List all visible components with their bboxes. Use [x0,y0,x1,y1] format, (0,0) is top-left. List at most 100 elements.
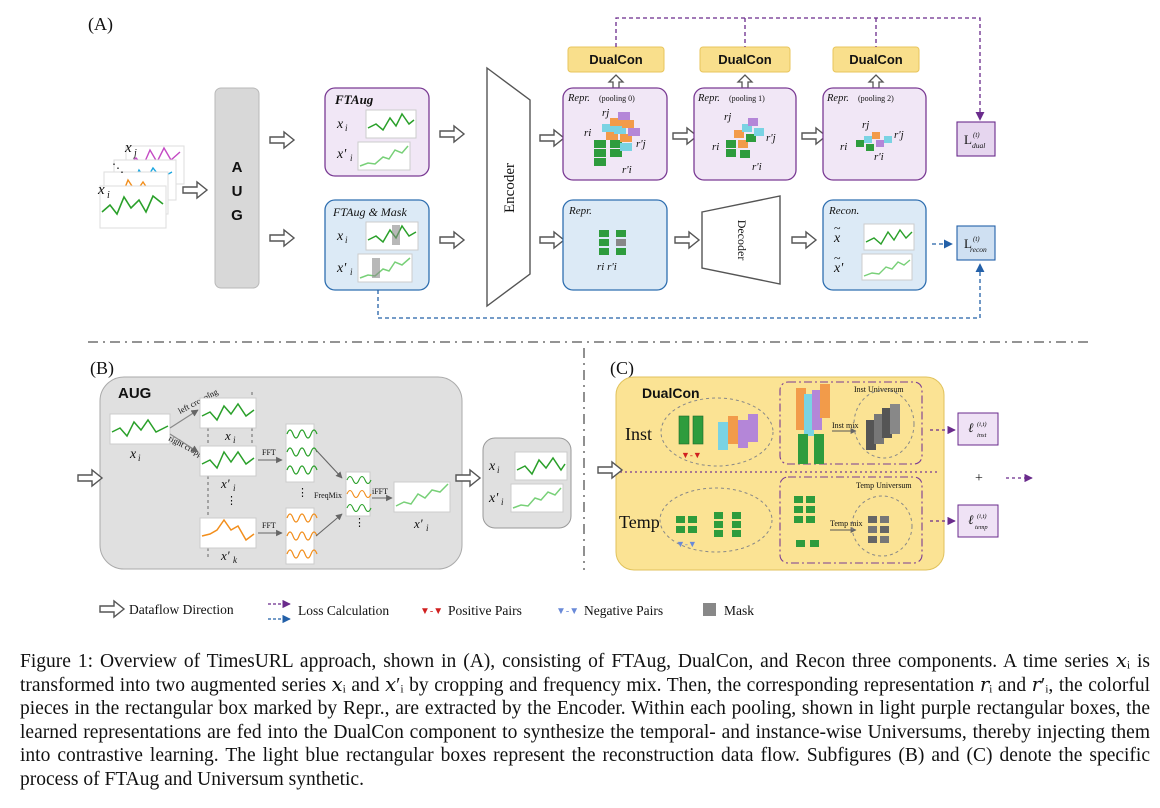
legend-mask-icon [703,603,716,616]
svg-text:~: ~ [834,221,841,235]
repr-pooling-0: Repr. (pooling 0) ri rj r'j r'i [562,87,668,181]
svg-text:ri: ri [840,141,847,153]
dataflow-arrow [182,181,208,199]
aug-letter-g: G [231,207,243,224]
fft-label-1: FFT [262,448,276,457]
up-arrow [608,74,624,89]
legend-negative-label: Negative Pairs [584,603,663,618]
legend-negative-icon: ▼-▼ [556,606,579,617]
recon-title: Recon. [828,205,859,217]
svg-text:Repr.: Repr. [567,93,590,104]
aug-panel [99,376,463,570]
svg-text:(pooling 0): (pooling 0) [599,94,635,103]
svg-text:(pooling 2): (pooling 2) [858,94,894,103]
temp-mix-label: Temp mix [830,519,863,528]
svg-text:j: j [132,148,137,159]
svg-text:DualCon: DualCon [849,52,903,67]
freqmix-label: FreqMix [314,491,342,500]
loss-recon-label: L [964,236,972,251]
legend-dataflow-icon [99,600,125,618]
dualcon-panel-title: DualCon [642,385,700,401]
svg-text:i: i [233,483,236,493]
ftaug-mask-title: FTAug & Mask [332,205,407,219]
svg-text:(i,t): (i,t) [977,421,987,428]
svg-text:▼-▼: ▼-▼ [676,539,697,549]
decoder-label: Decoder [735,220,749,261]
svg-text:rj: rj [602,107,609,119]
svg-text:(t): (t) [973,131,980,139]
series-xpi-out [395,483,449,507]
svg-text:(i,t): (i,t) [977,513,987,520]
loss-dual-label: L [964,132,972,147]
aug-letter-a: A [232,159,243,176]
ifft-label: iFFT [372,487,388,496]
inst-blocks [678,414,758,450]
svg-text:(pooling 1): (pooling 1) [729,94,765,103]
dualcon-box-0: DualCon [567,46,665,73]
svg-text:i: i [345,235,348,245]
svg-text:i: i [426,523,429,533]
svg-text:~: ~ [834,251,841,265]
svg-text:⋮: ⋮ [354,517,365,529]
temp-universum-gray [868,516,889,543]
aug-out-xpi: x' [413,516,423,531]
recon-xpi: x' [833,261,844,276]
aug-cropped-xi: x [224,428,231,443]
svg-text:r'i: r'i [874,151,884,163]
svg-text:⋮: ⋮ [297,487,308,499]
encoder-block [486,66,531,308]
svg-text:i: i [497,465,500,475]
recon-xi: x [833,231,841,246]
dualcon-box-1: DualCon [699,46,791,73]
svg-text:DualCon: DualCon [718,52,772,67]
dataflow-arrow [439,231,465,249]
encoder-label: Encoder [502,163,518,213]
svg-text:i: i [350,153,353,163]
temp-label: Temp [619,512,660,532]
svg-text:dual: dual [972,141,985,150]
aug-panel-title: AUG [118,385,151,402]
universum-gray-blocks [866,404,900,450]
svg-text:⋱: ⋱ [112,161,124,175]
input-xj-label: x [124,140,132,156]
svg-text:r'j: r'j [636,138,646,150]
svg-text:recon: recon [970,245,987,254]
loss-temp-box [957,504,999,538]
svg-text:temp: temp [975,524,988,531]
loss-inst-label: ℓ [968,420,974,435]
temp-universum-label: Temp Universum [856,481,912,490]
input-series-stack: x j x i ⋱ [97,140,185,229]
aug-cropped-xpi: x' [220,476,230,491]
dataflow-arrow [269,229,295,247]
svg-text:r'i: r'i [752,161,762,173]
freq-orange [285,507,318,565]
panel-a-label: (A) [88,14,113,35]
svg-text:i: i [345,123,348,133]
temp-blocks [676,512,741,537]
inst-label: Inst [625,424,652,444]
ftaug-xi: x [336,117,344,132]
legend-loss-label: Loss Calculation [298,603,389,618]
aug-output-xpi: x' [488,491,499,506]
aug-xpk-label: x' [220,548,230,563]
legend-positive-label: Positive Pairs [448,603,522,618]
dataflow-arrow [674,231,700,249]
loss-recon-box [956,225,996,261]
input-xi-label: x [97,182,105,198]
aug-letter-u: U [232,183,243,200]
panel-c-label: (C) [610,358,634,379]
aug-output-xi: x [488,459,496,474]
svg-text:r'i: r'i [622,164,632,176]
temp-universum-box [779,476,923,564]
dataflow-arrow [439,125,465,143]
up-arrow [868,74,884,89]
svg-text:⋮: ⋮ [226,495,237,507]
ftaug-xpi: x' [336,147,347,162]
recon-loss-line [377,263,985,319]
figure-diagram: (A) x j x i ⋱ A U G FTAug x i x' i FTAug… [77,14,1090,624]
svg-text:ri: ri [584,127,591,139]
repr-pooling-2: Repr. (pooling 2) ri rj r'j r'i [822,87,927,181]
legend-positive-icon: ▼-▼ [420,606,443,617]
repr-blocks [599,230,626,255]
dataflow-arrow [791,231,817,249]
